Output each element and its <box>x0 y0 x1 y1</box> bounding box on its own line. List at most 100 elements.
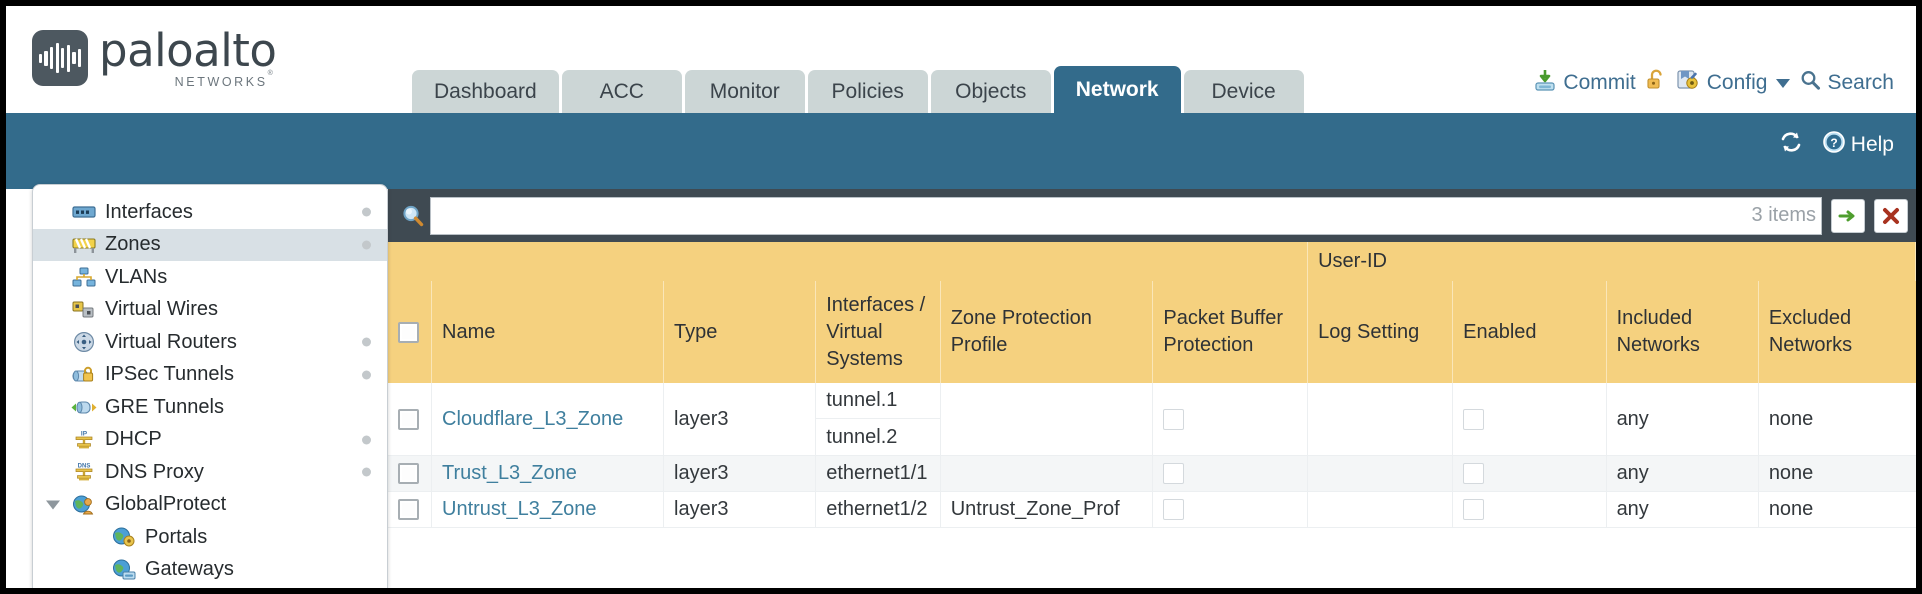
commit-label: Commit <box>1563 71 1636 94</box>
column-header-zone-protection-profile[interactable]: Zone Protection Profile <box>940 281 1154 383</box>
cell-interfaces: tunnel.1 tunnel.2 <box>815 383 941 456</box>
column-header-type[interactable]: Type <box>663 281 817 383</box>
cell-included-networks: any <box>1606 455 1759 492</box>
search-icon <box>1799 69 1821 97</box>
zones-icon <box>71 234 97 256</box>
sidebar-item-virtual-wires[interactable]: Virtual Wires <box>33 294 387 327</box>
sidebar-item-label: Virtual Wires <box>105 298 218 321</box>
sidebar-item-gre-tunnels[interactable]: GRE Tunnels <box>33 391 387 424</box>
sidebar-item-dhcp[interactable]: IP DHCP <box>33 424 387 457</box>
table-row[interactable]: Untrust_L3_Zone layer3 ethernet1/2 Untru… <box>388 491 1916 528</box>
sub-header-band: ? Help <box>6 113 1916 189</box>
interface-entry: tunnel.1 <box>816 383 940 419</box>
table-row[interactable]: Trust_L3_Zone layer3 ethernet1/1 any non… <box>388 455 1916 492</box>
ipsec-tunnels-icon <box>71 364 97 386</box>
filter-search-icon[interactable] <box>396 203 430 229</box>
cell-excluded-networks: none <box>1758 455 1916 492</box>
help-icon: ? <box>1822 130 1846 160</box>
chevron-down-icon[interactable] <box>46 500 60 510</box>
packet-buffer-protection-checkbox[interactable] <box>1163 408 1185 430</box>
sidebar-item-label: Portals <box>145 525 208 548</box>
select-all-header <box>388 281 432 383</box>
column-header-included-networks[interactable]: Included Networks <box>1606 281 1759 383</box>
chevron-down-icon[interactable] <box>1776 78 1791 88</box>
cell-log-setting <box>1307 455 1454 492</box>
help-button[interactable]: ? Help <box>1822 130 1894 160</box>
zone-name-link[interactable]: Trust_L3_Zone <box>442 462 577 484</box>
cell-name: Untrust_L3_Zone <box>431 491 664 528</box>
sidebar-item-zones[interactable]: Zones <box>33 228 387 261</box>
table-group-header-row: User-ID <box>388 242 1916 281</box>
content-panel: 3 items User-ID <box>388 189 1916 588</box>
virtual-routers-icon <box>71 331 97 353</box>
column-header-interfaces[interactable]: Interfaces / Virtual Systems <box>815 281 941 383</box>
brand-subtitle: NETWORKS® <box>174 69 276 89</box>
sidebar-item-virtual-routers[interactable]: Virtual Routers <box>33 326 387 359</box>
sidebar-item-label: Gateways <box>145 558 234 581</box>
apply-filter-button[interactable] <box>1831 198 1865 233</box>
packet-buffer-protection-checkbox[interactable] <box>1163 499 1185 521</box>
row-checkbox[interactable] <box>398 408 419 430</box>
userid-enabled-checkbox[interactable] <box>1463 463 1485 485</box>
row-select-cell <box>388 491 432 528</box>
sidebar-item-gateways[interactable]: Gateways <box>33 554 387 587</box>
tab-device[interactable]: Device <box>1183 70 1304 113</box>
config-icon <box>1676 68 1701 98</box>
tab-objects[interactable]: Objects <box>930 70 1051 113</box>
tab-dashboard[interactable]: Dashboard <box>412 70 559 113</box>
interfaces-icon <box>71 201 97 223</box>
sidebar-item-vlans[interactable]: VLANs <box>33 261 387 294</box>
cell-type: layer3 <box>663 491 817 528</box>
cell-name: Trust_L3_Zone <box>431 455 664 492</box>
sidebar-item-ipsec-tunnels[interactable]: IPSec Tunnels <box>33 359 387 392</box>
sidebar-item-label: VLANs <box>105 265 168 288</box>
tab-policies[interactable]: Policies <box>807 70 928 113</box>
cell-zone-protection-profile <box>940 383 1154 456</box>
zone-name-link[interactable]: Untrust_L3_Zone <box>442 498 597 520</box>
svg-text:DNS: DNS <box>78 464 91 470</box>
sidebar-item-label: DNS Proxy <box>105 460 204 483</box>
column-header-log-setting[interactable]: Log Setting <box>1307 281 1454 383</box>
main-nav-tabs: Dashboard ACC Monitor Policies Objects N… <box>412 66 1307 113</box>
config-label: Config <box>1706 71 1768 94</box>
paloalto-logo-mark-icon <box>32 30 88 86</box>
column-header-packet-buffer-protection[interactable]: Packet Buffer Protection <box>1152 281 1309 383</box>
dns-proxy-icon: DNS <box>71 461 97 483</box>
sidebar-status-dot <box>362 337 371 347</box>
config-menu-button[interactable]: Config <box>1676 68 1791 98</box>
unlock-icon <box>1645 68 1667 98</box>
sidebar-item-globalprotect[interactable]: GlobalProtect <box>33 489 387 522</box>
group-header-spacer <box>388 242 1309 281</box>
cell-interfaces: ethernet1/1 <box>815 455 941 492</box>
packet-buffer-protection-checkbox[interactable] <box>1163 463 1185 485</box>
column-header-excluded-networks[interactable]: Excluded Networks <box>1758 281 1916 383</box>
tab-acc[interactable]: ACC <box>561 70 682 113</box>
select-all-checkbox[interactable] <box>398 321 419 343</box>
app-window: paloalto NETWORKS® Dashboard ACC Monitor… <box>6 6 1916 588</box>
row-checkbox[interactable] <box>398 499 419 521</box>
search-button[interactable]: Search <box>1799 69 1894 97</box>
tab-network[interactable]: Network <box>1053 66 1181 113</box>
globalprotect-icon <box>71 494 97 516</box>
sidebar-status-dot <box>362 207 371 217</box>
svg-text:IP: IP <box>81 430 88 437</box>
column-header-name[interactable]: Name <box>431 281 664 383</box>
unlock-button[interactable] <box>1645 68 1667 98</box>
cell-excluded-networks: none <box>1758 491 1916 528</box>
sidebar-item-dns-proxy[interactable]: DNS DNS Proxy <box>33 456 387 489</box>
commit-button[interactable]: Commit <box>1533 68 1636 98</box>
userid-enabled-checkbox[interactable] <box>1463 499 1485 521</box>
clear-filter-button[interactable] <box>1874 198 1908 233</box>
refresh-icon[interactable] <box>1778 130 1804 160</box>
sidebar-item-portals[interactable]: Portals <box>33 521 387 554</box>
cell-userid-enabled <box>1452 455 1607 492</box>
tab-monitor[interactable]: Monitor <box>684 70 805 113</box>
interface-entry: tunnel.2 <box>826 425 898 448</box>
cell-zone-protection-profile <box>940 455 1154 492</box>
column-header-enabled[interactable]: Enabled <box>1452 281 1607 383</box>
search-input[interactable] <box>430 196 1822 235</box>
row-checkbox[interactable] <box>398 463 419 485</box>
sidebar-item-interfaces[interactable]: Interfaces <box>33 196 387 229</box>
zone-name-link[interactable]: Cloudflare_L3_Zone <box>442 407 624 430</box>
userid-enabled-checkbox[interactable] <box>1463 408 1485 430</box>
